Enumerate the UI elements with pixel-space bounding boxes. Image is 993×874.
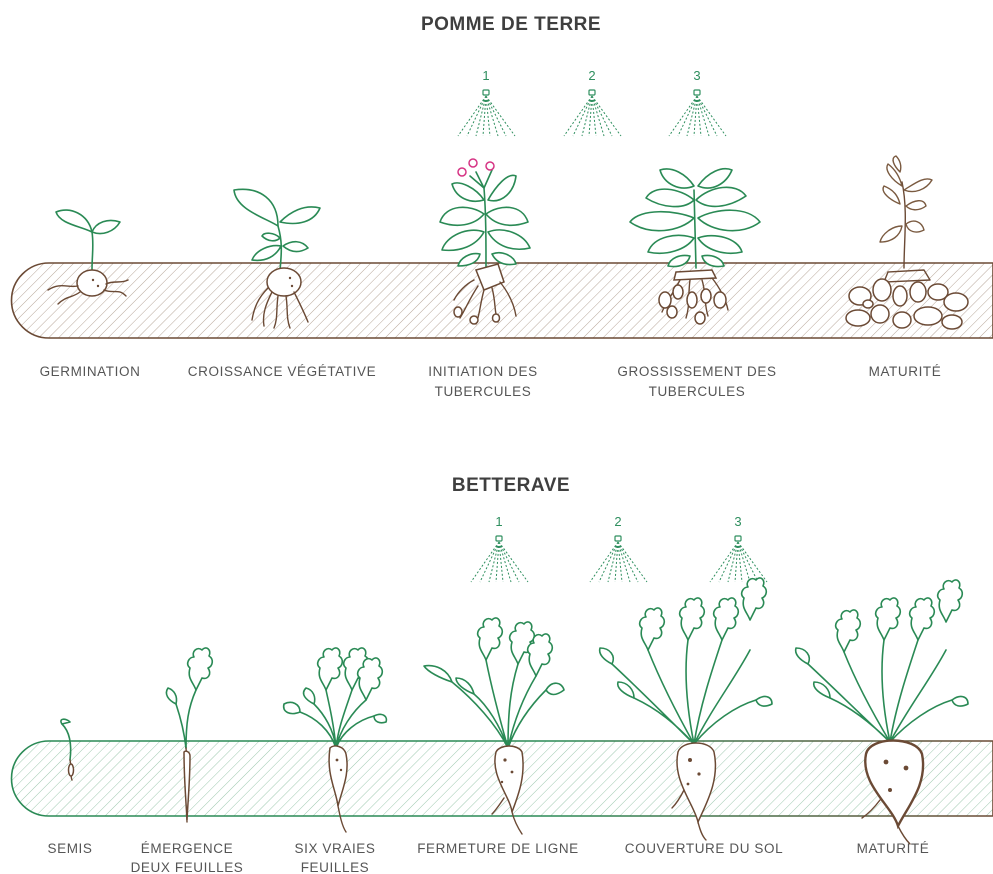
- stage-label: FEUILLES: [301, 860, 370, 874]
- beet-stage-labels: SEMIS ÉMERGENCE DEUX FEUILLES SIX VRAIES…: [47, 841, 929, 874]
- spray-number: 2: [614, 514, 621, 529]
- stage-label: SIX VRAIES: [294, 841, 375, 856]
- stage-label: TUBERCULES: [649, 384, 746, 399]
- spray-number: 3: [734, 514, 741, 529]
- potato-spray-3: 3: [669, 68, 726, 136]
- spray-nozzle-icon: [590, 536, 647, 582]
- beet-spray-3: 3: [710, 514, 767, 582]
- stage-label: GROSSISSEMENT DES: [617, 364, 776, 379]
- spray-nozzle-icon: [669, 90, 726, 136]
- potato-title: POMME DE TERRE: [421, 14, 601, 35]
- potato-soil-band: [12, 263, 993, 338]
- spray-nozzle-icon: [564, 90, 621, 136]
- beet-spray-2: 2: [590, 514, 647, 582]
- stage-label: TUBERCULES: [435, 384, 532, 399]
- potato-stage-labels: GERMINATION CROISSANCE VÉGÉTATIVE INITIA…: [40, 364, 942, 399]
- stage-label: INITIATION DES: [428, 364, 537, 379]
- stage-label: GERMINATION: [40, 364, 141, 379]
- spray-number: 2: [588, 68, 595, 83]
- stage-label: ÉMERGENCE: [141, 841, 233, 856]
- spray-number: 1: [495, 514, 502, 529]
- stage-label: CROISSANCE VÉGÉTATIVE: [188, 364, 376, 379]
- spray-nozzle-icon: [458, 90, 515, 136]
- beet-title: BETTERAVE: [452, 475, 570, 496]
- potato-spray-1: 1: [458, 68, 515, 136]
- beet-spray-1: 1: [471, 514, 528, 582]
- stage-label: COUVERTURE DU SOL: [625, 841, 783, 856]
- stage-label: MATURITÉ: [857, 841, 930, 856]
- spray-nozzle-icon: [710, 536, 767, 582]
- spray-number: 3: [693, 68, 700, 83]
- stage-label: DEUX FEUILLES: [131, 860, 244, 874]
- spray-number: 1: [482, 68, 489, 83]
- potato-spray-2: 2: [564, 68, 621, 136]
- stage-label: FERMETURE DE LIGNE: [417, 841, 579, 856]
- stage-label: SEMIS: [47, 841, 92, 856]
- stage-label: MATURITÉ: [869, 364, 942, 379]
- spray-nozzle-icon: [471, 536, 528, 582]
